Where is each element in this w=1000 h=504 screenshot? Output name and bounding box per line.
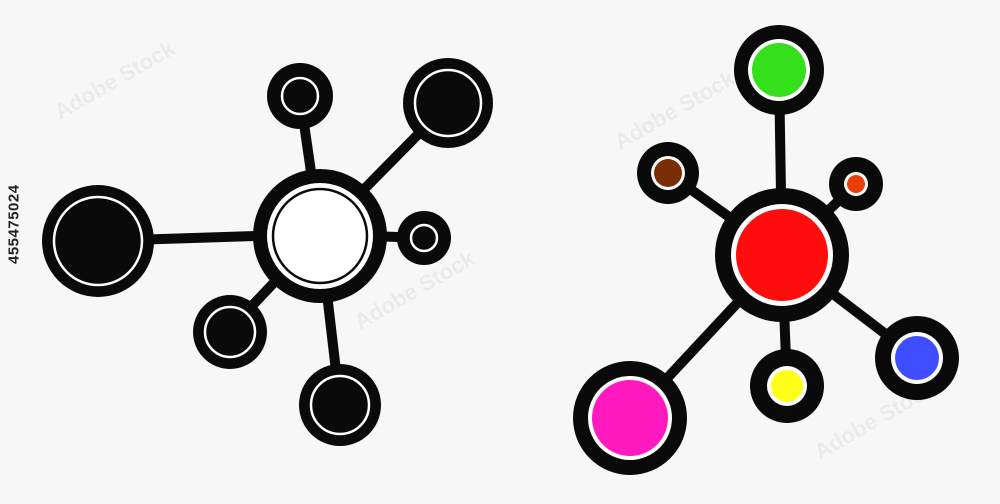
watermark-text: Adobe Stock	[50, 35, 180, 124]
node-bottom	[299, 364, 381, 446]
network-icon-colored	[573, 25, 959, 475]
network-icon-monochrome	[42, 58, 493, 446]
node-small-top	[267, 63, 333, 129]
node-brown	[637, 142, 699, 204]
hub-center-red	[715, 188, 849, 322]
node-large-left	[42, 185, 154, 297]
node-top-right	[403, 58, 493, 148]
node-magenta	[573, 361, 687, 475]
watermark-text: Adobe Stock	[610, 65, 740, 154]
stock-id-label: 455475024	[5, 184, 23, 264]
watermark-text: Adobe Stock	[810, 375, 940, 464]
node-bottom-left	[193, 295, 267, 369]
node-blue	[875, 316, 959, 400]
node-yellow	[750, 349, 824, 423]
hub-center-white	[253, 169, 387, 303]
node-green	[734, 25, 824, 115]
node-tiny-right	[397, 211, 451, 265]
node-orange	[829, 157, 883, 211]
